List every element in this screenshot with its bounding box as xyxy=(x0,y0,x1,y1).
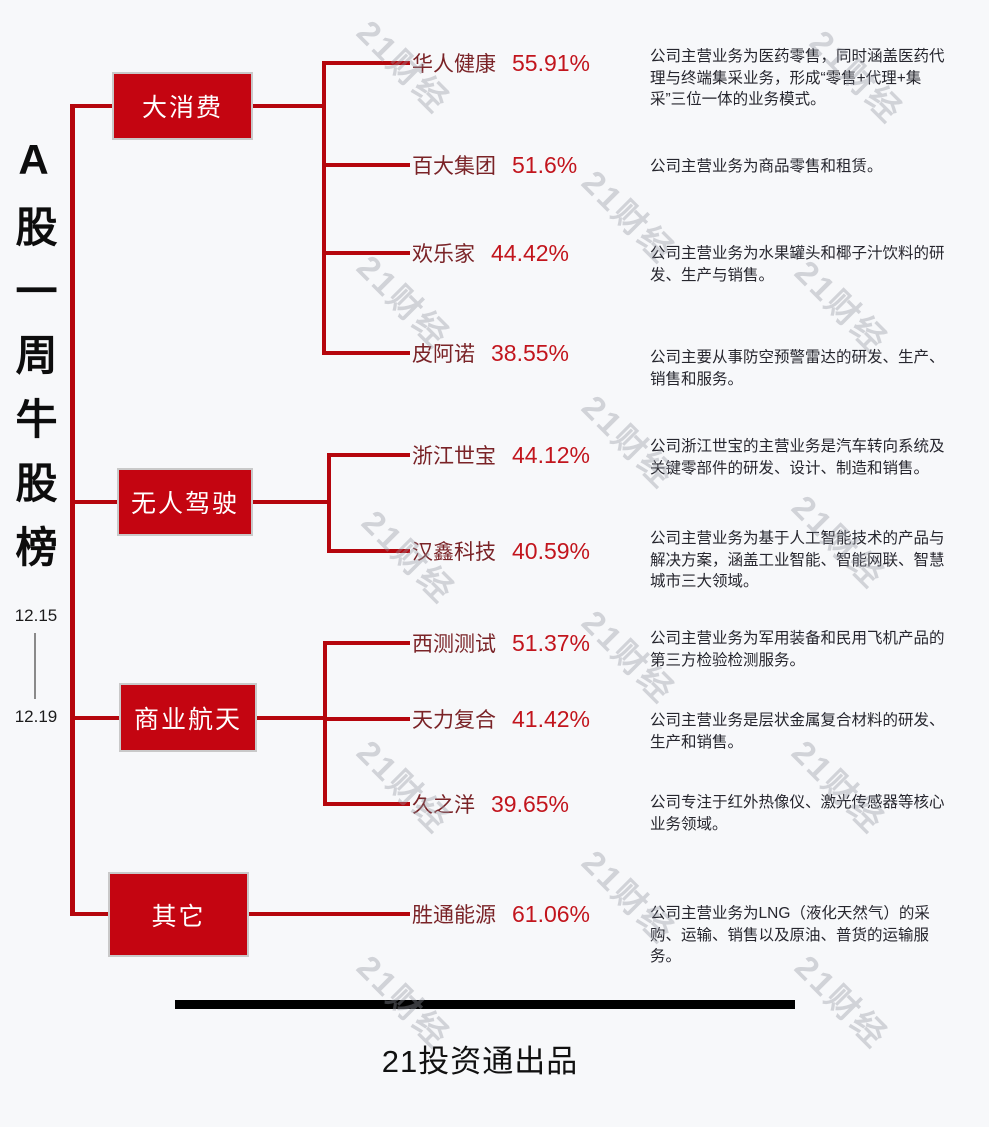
stock-description: 公司主营业务为LNG（液化天然气）的采购、运输、销售以及原油、普货的运输服务。 xyxy=(650,905,930,965)
stock-stub-line xyxy=(323,717,410,721)
stock-description: 公司主营业务为商品零售和租赁。 xyxy=(650,158,883,175)
category-connector-right xyxy=(253,104,326,108)
stock-row: 天力复合 41.42% xyxy=(412,703,590,735)
stock-stub-line xyxy=(327,453,410,457)
stock-row: 胜通能源 61.06% xyxy=(412,898,590,930)
page-title: A股一周牛股榜 xyxy=(10,136,57,589)
category-label: 大消费 xyxy=(141,94,223,122)
stock-change-percent: 44.42% xyxy=(491,239,570,266)
stock-name: 百大集团 xyxy=(412,155,496,178)
category-connector-left xyxy=(70,500,117,504)
stock-description: 公司主营业务是层状金属复合材料的研发、生产和销售。 xyxy=(650,712,945,751)
tree-trunk-line xyxy=(70,104,75,916)
stock-name: 华人健康 xyxy=(412,53,496,76)
branch-line xyxy=(327,453,331,553)
stock-description: 公司主营业务为水果罐头和椰子汁饮料的研发、生产与销售。 xyxy=(650,245,945,284)
branch-line xyxy=(323,641,327,806)
stock-stub-line xyxy=(323,802,410,806)
stock-row: 久之洋 39.65% xyxy=(412,788,569,820)
stock-row: 浙江世宝 44.12% xyxy=(412,439,590,471)
category-connector-left xyxy=(70,104,112,108)
stock-row: 西测测试 51.37% xyxy=(412,627,590,659)
stock-change-percent: 44.12% xyxy=(512,441,591,468)
stock-description: 公司主营业务为基于人工智能技术的产品与解决方案，涵盖工业智能、智能网联、智慧城市… xyxy=(650,530,945,590)
stock-row: 百大集团 51.6% xyxy=(412,149,577,181)
stock-description: 公司主营业务为军用装备和民用飞机产品的第三方检验检测服务。 xyxy=(650,630,945,669)
stock-name: 汉鑫科技 xyxy=(412,541,496,564)
category-label: 无人驾驶 xyxy=(130,490,239,518)
category-label: 其它 xyxy=(151,902,206,931)
stock-row: 欢乐家 44.42% xyxy=(412,237,569,269)
stock-stub-line xyxy=(322,351,410,355)
footer-divider xyxy=(175,1000,795,1009)
category-connector-right xyxy=(249,912,410,916)
date-end: 12.19 xyxy=(14,707,58,726)
stock-stub-line xyxy=(327,549,410,553)
stock-name: 久之洋 xyxy=(412,794,475,817)
category-connector-left xyxy=(70,716,119,720)
date-range-divider xyxy=(34,633,36,699)
stock-name: 浙江世宝 xyxy=(412,445,496,468)
category-label: 商业航天 xyxy=(133,705,242,734)
stock-change-percent: 51.6% xyxy=(512,151,578,178)
category-connector-left xyxy=(70,912,108,916)
category-box-2: 商业航天 xyxy=(119,683,257,752)
stock-change-percent: 61.06% xyxy=(512,900,591,927)
stock-description: 公司专注于红外热像仪、激光传感器等核心业务领域。 xyxy=(650,794,945,833)
category-box-0: 大消费 xyxy=(112,72,253,140)
stock-change-percent: 39.65% xyxy=(491,790,570,817)
stock-row: 汉鑫科技 40.59% xyxy=(412,535,590,567)
category-connector-right xyxy=(257,716,327,720)
stock-change-percent: 55.91% xyxy=(512,49,591,76)
stock-description: 公司主营业务为医药零售，同时涵盖医药代理与终端集采业务，形成“零售+代理+集采”… xyxy=(650,48,945,108)
stock-name: 胜通能源 xyxy=(412,904,496,927)
stock-description: 公司浙江世宝的主营业务是汽车转向系统及关键零部件的研发、设计、制造和销售。 xyxy=(650,438,945,477)
stock-change-percent: 51.37% xyxy=(512,629,591,656)
stock-stub-line xyxy=(322,251,410,255)
branch-line xyxy=(322,61,326,355)
category-box-3: 其它 xyxy=(108,872,249,957)
category-connector-right xyxy=(253,500,331,504)
stock-name: 天力复合 xyxy=(412,709,496,732)
stock-name: 皮阿诺 xyxy=(412,343,475,366)
stock-change-percent: 41.42% xyxy=(512,705,591,732)
stock-name: 欢乐家 xyxy=(412,243,475,266)
stock-row: 皮阿诺 38.55% xyxy=(412,337,569,369)
category-box-1: 无人驾驶 xyxy=(117,468,253,536)
stock-row: 华人健康 55.91% xyxy=(412,47,590,79)
stock-stub-line xyxy=(322,163,410,167)
stock-description: 公司主要从事防空预警雷达的研发、生产、销售和服务。 xyxy=(650,349,945,388)
stock-stub-line xyxy=(322,61,410,65)
stock-stub-line xyxy=(323,641,410,645)
stock-change-percent: 38.55% xyxy=(491,339,570,366)
stock-change-percent: 40.59% xyxy=(512,537,591,564)
date-start: 12.15 xyxy=(14,606,58,625)
footer-brand: 21投资通出品 xyxy=(381,1044,579,1079)
stock-name: 西测测试 xyxy=(412,633,496,656)
